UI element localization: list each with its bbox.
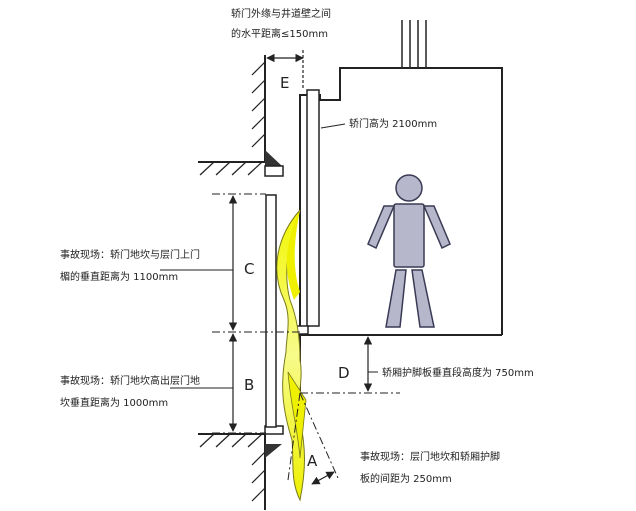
note-gap-line2: 的水平距离≤150mm <box>231 27 328 40</box>
note-c-line2: 楣的垂直距离为 1100mm <box>60 270 178 283</box>
hoistway-wall-upper <box>198 55 284 177</box>
hoistway-wall-lower <box>198 425 284 510</box>
note-a-line2: 板的间距为 250mm <box>360 472 452 485</box>
label-e: E <box>280 74 289 92</box>
note-a-line1: 事故现场：层门地坎和轿厢护脚 <box>360 450 500 463</box>
note-c-line1: 事故现场：轿门地坎与层门上门 <box>60 248 200 261</box>
note-b-line2: 坎垂直距离为 1000mm <box>60 396 168 409</box>
label-a: A <box>307 452 318 470</box>
label-b: B <box>244 376 254 394</box>
leader-lines <box>160 123 378 389</box>
note-b-line1: 事故现场：轿门地坎高出层门地 <box>60 374 200 387</box>
landing-door <box>265 194 277 428</box>
dimension-arrows <box>228 50 373 485</box>
note-gap-line1: 轿门外缘与井道壁之间 <box>231 7 331 20</box>
note-apron-height: 轿厢护脚板垂直段高度为 750mm <box>382 366 534 379</box>
car-door <box>306 89 320 327</box>
note-car-door-height: 轿门高为 2100mm <box>349 117 437 130</box>
label-d: D <box>338 364 350 382</box>
reference-lines <box>212 193 400 481</box>
person-figure <box>367 174 451 328</box>
hoist-ropes <box>401 20 427 68</box>
label-c: C <box>244 260 254 278</box>
